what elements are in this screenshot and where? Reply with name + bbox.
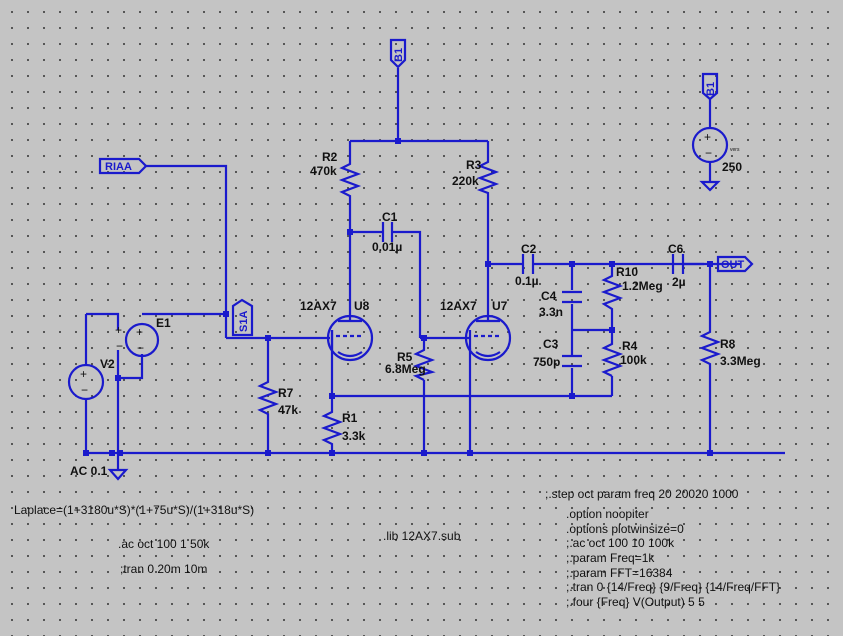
directive-line[interactable]: .options plotwinsize=0 (566, 522, 684, 536)
directive-line[interactable]: ;.four {Freq} V(Output) 5 5 (566, 595, 705, 609)
wires (84, 68, 785, 470)
vb1-value: 250 (722, 160, 742, 174)
v2-value: AC 0.1 (70, 464, 108, 478)
c2-value: 0.1µ (515, 274, 539, 288)
c1-name: C1 (382, 210, 398, 224)
r2-name: R2 (322, 150, 338, 164)
r7-value: 47k (278, 403, 298, 417)
s1a-text: S1A (238, 311, 250, 332)
r10-value: 1.2Meg (622, 279, 663, 293)
r1-name: R1 (342, 411, 358, 425)
junctions (83, 138, 713, 456)
c2-name: C2 (521, 242, 537, 256)
b1-supply-text: B1 (705, 82, 717, 96)
u8-model: 12AX7 (300, 299, 337, 313)
directive-line[interactable]: ;.tran 0 {14/Freq} {9/Freq} {14/Freq/FFT… (566, 580, 780, 594)
ac-directive[interactable]: .ac oct 100 1 50k (118, 537, 210, 551)
e1-ctrl-minus: − (116, 339, 123, 353)
r2-value: 470k (310, 164, 337, 178)
capacitor-c1[interactable]: C1 0.01µ (372, 210, 402, 254)
u7-model: 12AX7 (440, 299, 477, 313)
resistor-r10[interactable]: R10 1.2Meg (600, 265, 663, 318)
r3-value: 220k (452, 174, 479, 188)
directive-line[interactable]: ;.ac oct 100 10 100k (566, 536, 675, 550)
tran-directive[interactable]: ;tran 0 20m 10m (120, 562, 207, 576)
c1-value: 0.01µ (372, 240, 402, 254)
ground-icon (699, 180, 721, 192)
r10-name: R10 (616, 265, 638, 279)
e1-plus: + (136, 325, 143, 339)
source-v2[interactable]: + − V2 AC 0.1 (67, 357, 115, 478)
r8-value: 3.3Meg (720, 354, 761, 368)
step-directive[interactable]: ;.step oct param freq 20 20020 1000 (545, 487, 739, 501)
r4-value: 100k (620, 353, 647, 367)
resistor-r3[interactable]: R3 220k (452, 158, 500, 195)
net-flag-out[interactable]: OUT (716, 255, 754, 273)
resistor-r5[interactable]: R5 6.8Meg (385, 346, 436, 381)
b1-top-text: B1 (393, 48, 405, 62)
r3-name: R3 (466, 158, 482, 172)
capacitor-c3[interactable]: C3 750p (533, 337, 582, 369)
e1-name: E1 (156, 316, 171, 330)
capacitor-c6[interactable]: C6 2µ (668, 242, 686, 289)
r5-name: R5 (397, 350, 413, 364)
r8-name: R8 (720, 337, 736, 351)
net-flag-b1-top[interactable]: B1 (389, 38, 407, 69)
r5-value: 6.8Meg (385, 362, 426, 376)
r4-name: R4 (622, 339, 638, 353)
c6-name: C6 (668, 242, 684, 256)
vb1-minus: − (705, 146, 712, 160)
directive-line[interactable]: ;.param Freq=1k (566, 551, 655, 565)
resistor-r7[interactable]: R7 47k (256, 376, 298, 420)
source-e1[interactable]: + − + − E1 (115, 316, 171, 358)
source-b1-supply[interactable]: + − vers 250 (691, 126, 742, 174)
directive-line[interactable]: .option noopiter (566, 507, 649, 521)
lib-directive[interactable]: .lib 12AX7.sub (383, 529, 461, 543)
u7-name: U7 (492, 299, 508, 313)
net-flag-riaa[interactable]: RIAA (98, 157, 148, 175)
u8-name: U8 (354, 299, 370, 313)
resistor-r1[interactable]: R1 3.3k (320, 408, 366, 446)
tube-u8[interactable]: 12AX7 U8 (300, 299, 374, 362)
v2-name: V2 (100, 357, 115, 371)
out-text: OUT (721, 259, 745, 271)
c4-value: 3.3n (539, 305, 563, 319)
r1-value: 3.3k (342, 429, 366, 443)
tube-u7[interactable]: 12AX7 U7 (440, 299, 512, 362)
laplace-directive[interactable]: Laplace=(1+3180u*S)*(1+75u*S)/(1+318u*S) (14, 503, 254, 517)
capacitor-c2[interactable]: C2 0.1µ (515, 242, 539, 288)
resistor-r2[interactable]: R2 470k (310, 150, 362, 200)
riaa-text: RIAA (105, 161, 132, 173)
c3-name: C3 (543, 337, 559, 351)
v2-minus: − (81, 383, 88, 397)
ground-icon (107, 468, 129, 481)
c3-value: 750p (533, 355, 560, 369)
resistor-r8[interactable]: R8 3.3Meg (698, 325, 761, 370)
e1-ctrl-plus: + (115, 323, 122, 337)
spice-directives: Laplace=(1+3180u*S)*(1+75u*S)/(1+318u*S)… (14, 487, 780, 609)
r7-name: R7 (278, 386, 294, 400)
vb1-plus: + (704, 130, 711, 144)
c6-value: 2µ (672, 275, 686, 289)
resistor-r4[interactable]: R4 100k (600, 339, 647, 377)
v2-plus: + (80, 367, 87, 381)
e1-minus: − (137, 341, 144, 355)
net-flag-s1a[interactable]: S1A (231, 298, 254, 337)
c4-name: C4 (541, 289, 557, 303)
directive-line[interactable]: ;.param FFT=16384 (566, 566, 673, 580)
vb1-tiny-label: vers (730, 147, 740, 153)
capacitor-c4[interactable]: C4 3.3n (539, 289, 582, 319)
net-flag-b1-supply[interactable]: B1 (701, 72, 719, 101)
